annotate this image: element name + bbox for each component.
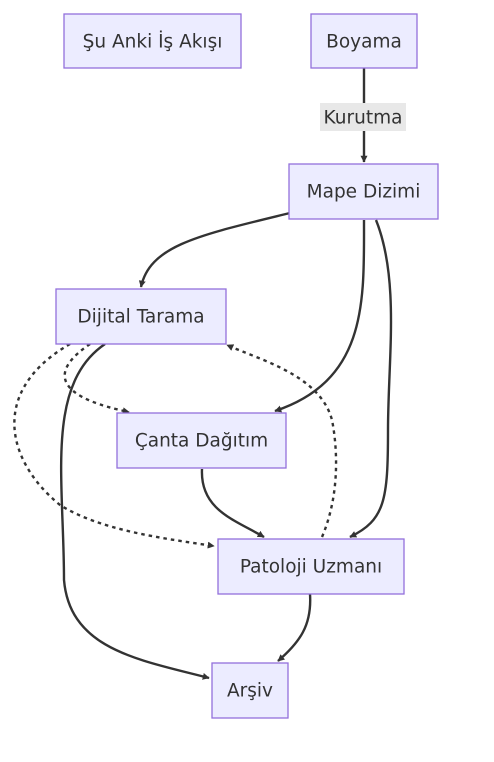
node-canta-dagitim-label: Çanta Dağıtım xyxy=(135,431,268,452)
node-arsiv: Arşiv xyxy=(211,662,289,719)
edge-dijital-to-arsiv xyxy=(59,343,210,680)
node-mape-dizimi: Mape Dizimi xyxy=(288,163,439,220)
edge-canta-to-patoloji xyxy=(200,468,265,539)
node-patoloji-uzmani: Patoloji Uzmanı xyxy=(217,538,405,595)
node-mape-dizimi-label: Mape Dizimi xyxy=(307,182,421,203)
node-canta-dagitim: Çanta Dağıtım xyxy=(116,412,287,469)
node-current-workflow-label: Şu Anki İş Akışı xyxy=(83,32,223,53)
node-current-workflow: Şu Anki İş Akışı xyxy=(63,13,242,69)
edge-label-kurutma: Kurutma xyxy=(320,103,406,131)
node-boyama: Boyama xyxy=(310,13,418,69)
edge-dijital-to-patoloji-dotted xyxy=(13,342,215,549)
edge-dijital-to-canta-dotted xyxy=(63,343,130,415)
edge-patoloji-to-dijital-dotted xyxy=(226,343,338,538)
node-patoloji-uzmani-label: Patoloji Uzmanı xyxy=(240,557,382,578)
node-arsiv-label: Arşiv xyxy=(227,681,273,702)
node-dijital-tarama: Dijital Tarama xyxy=(55,288,227,345)
edge-mape-to-dijital xyxy=(138,211,291,288)
edge-mape-to-patoloji xyxy=(349,219,393,539)
node-boyama-label: Boyama xyxy=(326,32,402,53)
edge-label-kurutma-text: Kurutma xyxy=(324,108,403,129)
edge-mape-to-canta xyxy=(274,219,366,413)
edge-patoloji-to-arsiv xyxy=(277,593,312,662)
node-dijital-tarama-label: Dijital Tarama xyxy=(77,307,204,328)
